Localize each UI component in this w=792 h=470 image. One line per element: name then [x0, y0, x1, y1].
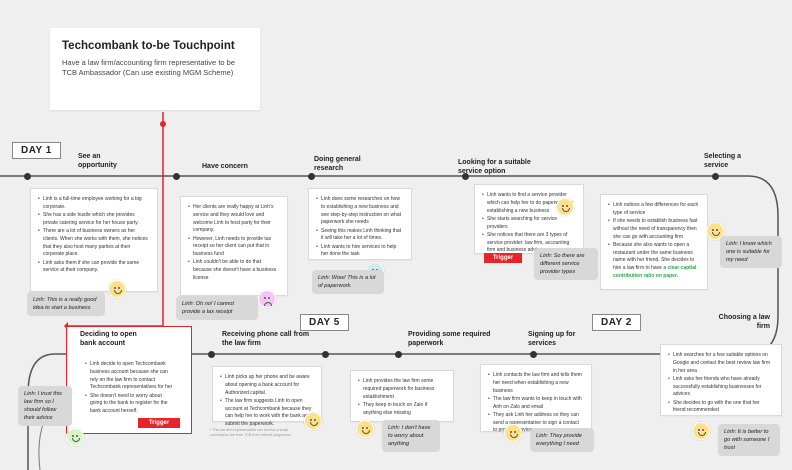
list-item: She has a side hustle which she provides… — [38, 212, 149, 228]
card-choosing-law-firm: Linh searches for a few suitable options… — [660, 344, 782, 416]
list-item: If she needs to establish business fast … — [608, 218, 699, 241]
list-item: Linh searches for a few suitable options… — [668, 352, 773, 375]
happy-emoji-icon — [304, 412, 322, 430]
footnote: * This law firm representative can recei… — [210, 428, 292, 437]
card-doing-research: Linh does some researches on how to esta… — [308, 188, 412, 260]
card-have-concern: Her clients are really happy at Linh's s… — [180, 196, 288, 296]
list-item: There are a lot of business owners as he… — [38, 228, 149, 259]
list-item: Linh is a full-time employee working for… — [38, 196, 149, 212]
stage-have-concern: Have concern — [202, 163, 248, 170]
quote-bubble: Linh: So there are different service pro… — [534, 248, 598, 281]
quote-bubble: Linh: I know which one is suitable for m… — [720, 236, 782, 269]
sad-emoji-icon — [258, 290, 276, 308]
stage-signing-up: Signing up for services — [528, 331, 576, 348]
list-item: Linh contacts the law firm and tells the… — [488, 372, 583, 395]
touchpoint-anchor — [160, 121, 166, 127]
list-item-text: Because she also wants to open a restaur… — [613, 241, 695, 271]
list-item: Linh decide to open Techcombank business… — [85, 361, 174, 392]
touchpoint-title: Techcombank to-be Touchpoint — [62, 40, 235, 52]
trigger-badge: Trigger — [484, 253, 522, 263]
list-item: Linh asks them if she can provide the sa… — [38, 260, 149, 276]
timeline-dot — [322, 351, 329, 358]
stage-selecting-service: Selecting a service — [704, 153, 741, 170]
list-item: Linh picks up her phone and be aware abo… — [220, 374, 313, 397]
happy-emoji-icon — [66, 428, 84, 446]
happy-emoji-icon — [706, 222, 724, 240]
card-providing-paperwork: Linh provides the law firm some required… — [350, 370, 454, 422]
day-2-tag: DAY 2 — [592, 314, 641, 331]
day-5-tag: DAY 5 — [300, 314, 349, 331]
day-1-tag: DAY 1 — [12, 142, 61, 159]
card-deciding-open: Linh decide to open Techcombank business… — [78, 354, 182, 414]
quote-bubble: Linh: Wow! This is a lot of paperwork. — [312, 270, 384, 295]
list-item: Linh does some researches on how to esta… — [316, 196, 403, 227]
list-item: Linh couldn't be able to do that because… — [188, 259, 279, 282]
timeline-dot — [24, 173, 31, 180]
list-item: The law firm suggests Linh to open accou… — [220, 398, 313, 429]
quote-bubble: Linh: It is better to go with someone I … — [718, 424, 780, 457]
list-item: She starts searching for service provide… — [482, 216, 575, 232]
timeline-dot — [462, 173, 469, 180]
happy-emoji-icon — [108, 280, 126, 298]
stage-receiving-call: Receiving phone call from the law firm — [222, 331, 310, 348]
timeline-dot — [712, 173, 719, 180]
happy-emoji-icon — [692, 422, 710, 440]
stage-looking-service: Looking for a suitable service option — [458, 159, 531, 176]
timeline-dot — [208, 351, 215, 358]
list-item: Seeing this makes Linh thinking that it … — [316, 228, 403, 244]
trigger-badge: Trigger — [138, 418, 180, 428]
timeline-dot — [173, 173, 180, 180]
list-item: She notices that there are 3 types of se… — [482, 232, 575, 255]
timeline-dot — [395, 351, 402, 358]
stage-deciding-open: Deciding to open bank account — [80, 331, 137, 348]
list-item: However, Linh needs to provide tax recei… — [188, 236, 279, 259]
list-item: Because she also wants to open a restaur… — [608, 242, 699, 281]
timeline-dot — [308, 173, 315, 180]
happy-emoji-icon — [356, 420, 374, 438]
list-item: She doesn't need to worry about going to… — [85, 393, 174, 416]
quote-bubble: Linh: I don't have to worry about anythi… — [382, 420, 440, 453]
touchpoint-description: Have a law firm/accounting firm represen… — [62, 58, 235, 78]
list-item: Linh provides the law firm some required… — [358, 378, 445, 401]
thinking-emoji-icon — [556, 198, 574, 216]
stage-see-opportunity: See an opportunity — [78, 153, 117, 170]
list-item: Her clients are really happy at Linh's s… — [188, 204, 279, 235]
list-item: Linh notices a few differences for each … — [608, 202, 699, 218]
quote-bubble: Linh: Oh no! I cannot provide a tax rece… — [176, 296, 258, 321]
card-looking-service: Linh wants to find a service provider wh… — [474, 184, 584, 254]
stage-doing-research: Doing general research — [314, 156, 361, 173]
card-receiving-call: Linh picks up her phone and be aware abo… — [212, 366, 322, 427]
list-item: Linh wants to hire services to help her … — [316, 244, 403, 260]
list-item: Linh wants to find a service provider wh… — [482, 192, 575, 215]
list-item: Linh asks her friends who have already s… — [668, 376, 773, 399]
list-item: The law firm wants to keep in touch with… — [488, 396, 583, 412]
list-item: They keep in touch on Zalo if anything e… — [358, 402, 445, 418]
stage-providing-paperwork: Providing some required paperwork — [408, 331, 491, 348]
touchpoint-card: Techcombank to-be Touchpoint Have a law … — [50, 28, 260, 110]
quote-bubble: Linh: They provide everything I need — [530, 428, 594, 453]
timeline-dot — [530, 351, 537, 358]
card-signing-up: Linh contacts the law firm and tells the… — [480, 364, 592, 433]
list-item: She decides to go with the one that her … — [668, 400, 773, 416]
quote-bubble: Linh: I trust this law firm so I should … — [18, 386, 72, 427]
happy-emoji-icon — [504, 424, 522, 442]
quote-bubble: Linh: This is a really good idea to star… — [27, 292, 105, 317]
highlight-text: a clear capital contribution ratio on pa… — [613, 265, 697, 279]
card-selecting-service: Linh notices a few differences for each … — [600, 194, 708, 290]
card-see-opportunity: Linh is a full-time employee working for… — [30, 188, 158, 292]
stage-choosing-law-firm: Choosing a law firm — [718, 314, 770, 331]
